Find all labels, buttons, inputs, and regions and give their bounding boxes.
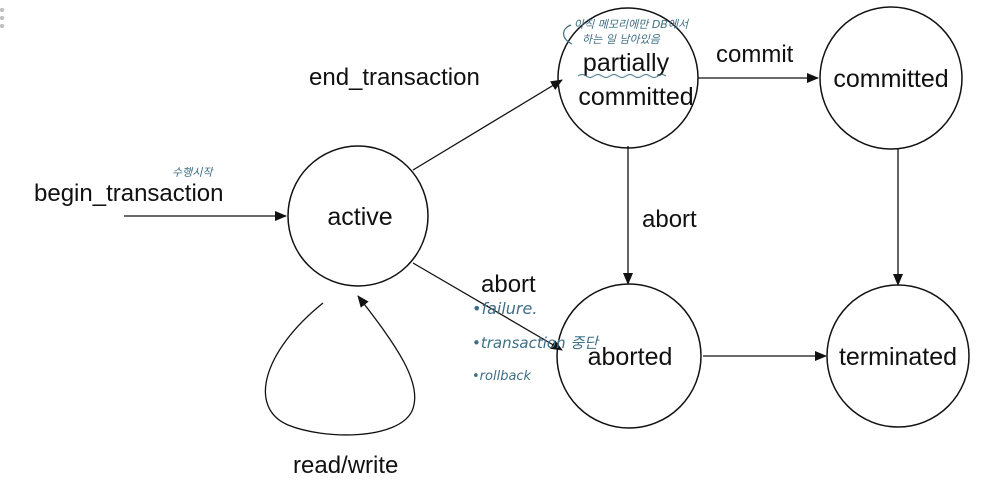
note-abort-rollback: •rollback — [472, 369, 532, 384]
state-partially-label-line1: partially — [583, 49, 670, 77]
note-partial-line2: 하는 일 남아있음 — [582, 33, 661, 46]
partially-wavy-underline — [577, 74, 667, 78]
label-end-transaction: end_transaction — [309, 64, 480, 91]
note-abort-failure: •failure. — [472, 299, 537, 318]
note-abort-transaction: •transaction 중단 — [472, 334, 600, 352]
arrow-end-transaction — [412, 79, 563, 171]
arrow-read-write-loop — [264, 295, 416, 436]
drag-handle-dots[interactable] — [0, 8, 6, 32]
label-abort-active: abort — [481, 271, 536, 298]
label-begin-transaction: begin_transaction — [34, 180, 223, 207]
label-read-write: read/write — [293, 452, 398, 479]
state-committed-label: committed — [833, 65, 948, 93]
note-begin: 수행시작 — [172, 166, 214, 179]
label-abort-partial: abort — [642, 206, 697, 233]
state-committed-circle — [819, 6, 963, 150]
state-aborted-label: aborted — [588, 343, 673, 371]
state-active-label: active — [327, 203, 392, 231]
state-terminated-label: terminated — [839, 343, 957, 371]
state-partially-label-line2: committed — [578, 83, 693, 111]
arrow-abort-from-active — [412, 262, 563, 351]
label-commit: commit — [716, 41, 794, 68]
note-partial-curve — [563, 24, 573, 45]
note-partial-line1: 아직 메모리에만 DB에서 — [574, 18, 690, 31]
state-active-circle — [287, 145, 429, 287]
